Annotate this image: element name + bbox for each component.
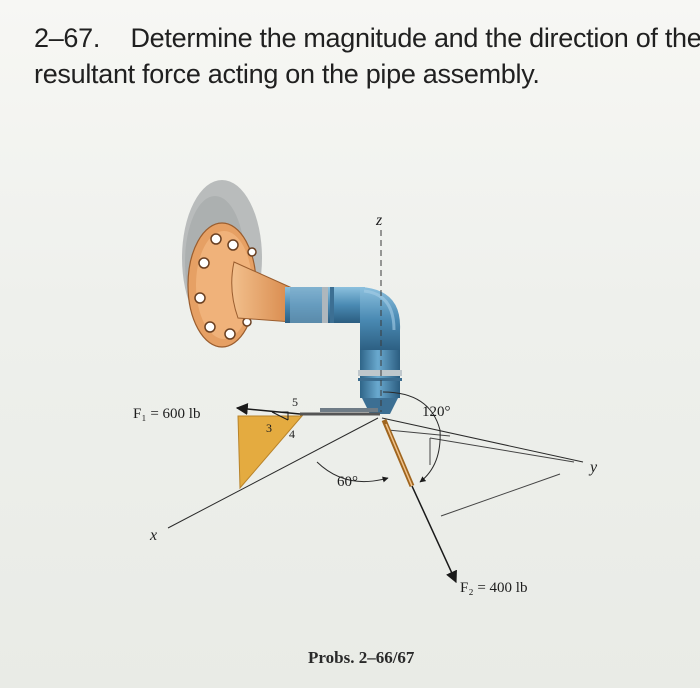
y-axis xyxy=(381,417,584,463)
figure-caption: Probs. 2–66/67 xyxy=(308,648,415,667)
angle-60-arc xyxy=(316,461,389,483)
x-axis xyxy=(167,417,379,529)
angle-60-label: 60° xyxy=(337,474,358,490)
vertical-pipe xyxy=(358,350,402,414)
f2-label: F₂ = 400 lb xyxy=(460,580,527,596)
slope-label-4: 4 xyxy=(289,427,295,441)
angle-120-arc xyxy=(382,391,441,483)
problem-number: 2–67. xyxy=(34,23,101,53)
flange xyxy=(187,222,293,348)
f1-arrow xyxy=(235,403,301,415)
problem-line-1: 2–67. Determine the magnitude and the di… xyxy=(34,20,700,56)
z-axis-label: z xyxy=(375,212,383,229)
horizontal-pipe xyxy=(285,287,365,323)
slope-indicator xyxy=(271,411,289,421)
f1-label: F₁ = 600 lb xyxy=(133,406,200,422)
problem-text-line-2: resultant force acting on the pipe assem… xyxy=(34,59,540,89)
y-axis-label: y xyxy=(588,459,598,476)
f2-rod-highlight xyxy=(385,423,413,487)
slope-triangle xyxy=(237,415,304,490)
f2-arrow xyxy=(411,485,457,584)
slope-label-5: 5 xyxy=(292,395,298,409)
x-axis-label: x xyxy=(149,527,157,544)
pipe-elbow xyxy=(360,287,401,352)
angle-120-label: 120° xyxy=(422,404,451,420)
construction-lines xyxy=(387,429,575,517)
slope-label-3: 3 xyxy=(266,421,272,435)
problem-text-line-1: Determine the magnitude and the directio… xyxy=(130,23,700,53)
